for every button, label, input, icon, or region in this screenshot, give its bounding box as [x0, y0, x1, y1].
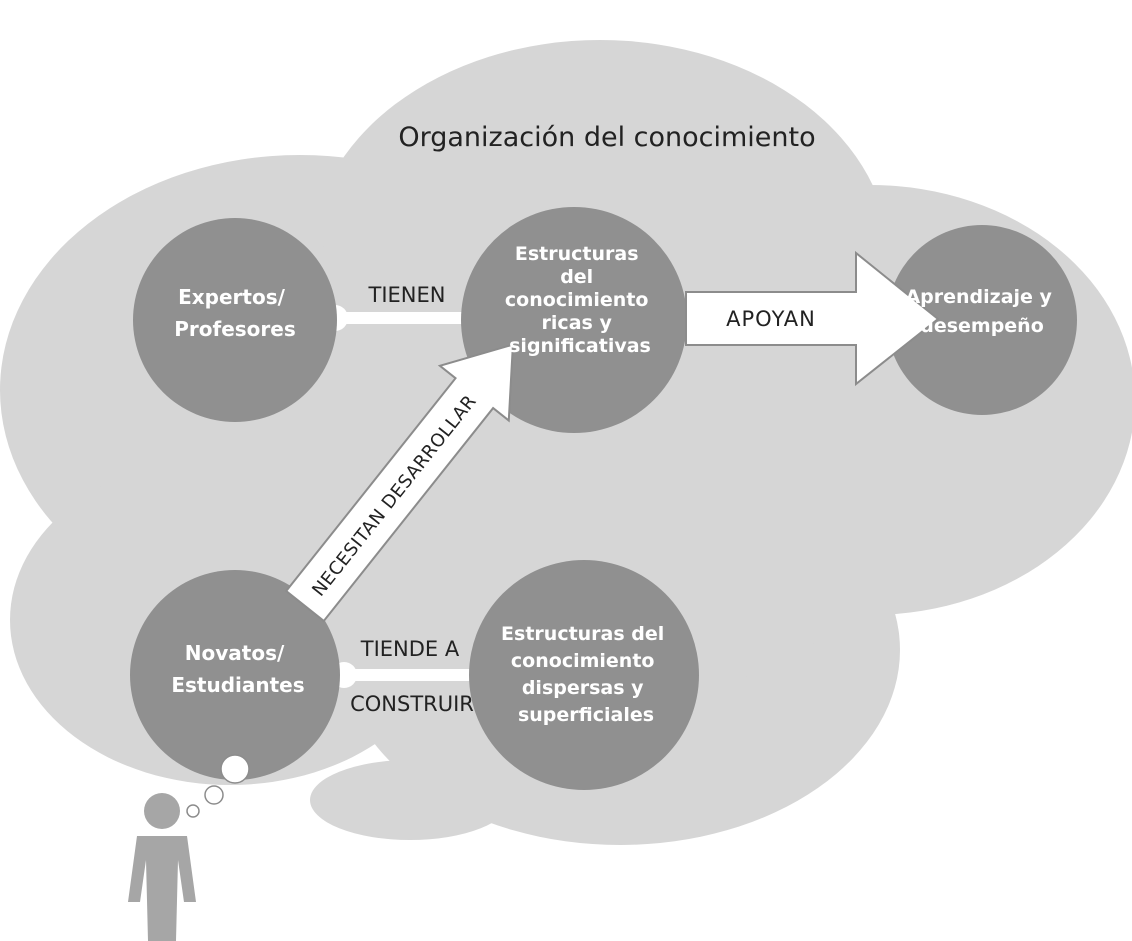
node-label-line: Expertos/: [178, 285, 286, 309]
node-label-aprendizaje: Aprendizaje y desempeño: [905, 286, 1058, 337]
edge-label-apoyan: APOYAN: [726, 307, 816, 331]
node-label-line: Estudiantes: [171, 673, 304, 697]
thought-bubble-icon: [186, 754, 250, 818]
edge-label-tiende-a: TIENDE A: [360, 637, 460, 661]
node-label-line: conocimiento: [505, 289, 649, 311]
node-label-line: conocimiento: [511, 650, 655, 672]
node-label-line: ricas y: [542, 312, 613, 334]
node-label-line: del: [560, 266, 593, 288]
arrow-apoyan: [685, 250, 940, 387]
node-label-line: Profesores: [174, 317, 296, 341]
node-label-line: dispersas y: [522, 677, 644, 699]
node-estructuras-ricas: [461, 207, 687, 433]
node-label-line: Aprendizaje y: [905, 286, 1052, 308]
node-label-line: significativas: [509, 335, 651, 357]
edge-label-construir: CONSTRUIR: [350, 692, 474, 716]
node-estructuras-dispersas: [469, 560, 699, 790]
node-label-novatos: Novatos/ Estudiantes: [171, 641, 304, 697]
person-icon: [128, 793, 196, 941]
diagram-title: Organización del conocimiento: [398, 122, 815, 153]
node-novatos-estudiantes: [130, 570, 340, 780]
node-aprendizaje-desempeno: [887, 225, 1077, 415]
node-expertos-profesores: [133, 218, 337, 422]
node-label-estructuras-dispersas: Estructuras del conocimiento dispersas y…: [501, 623, 671, 726]
node-label-line: Estructuras: [515, 243, 639, 265]
node-label-estructuras-ricas: Estructuras del conocimiento ricas y sig…: [505, 243, 655, 357]
edge-label-tienen: TIENEN: [368, 283, 446, 307]
node-label-line: superficiales: [518, 704, 654, 726]
node-label-line: Estructuras del: [501, 623, 664, 645]
node-label-line: desempeño: [920, 315, 1044, 337]
node-label-expertos: Expertos/ Profesores: [174, 285, 296, 341]
node-label-line: Novatos/: [185, 641, 285, 665]
